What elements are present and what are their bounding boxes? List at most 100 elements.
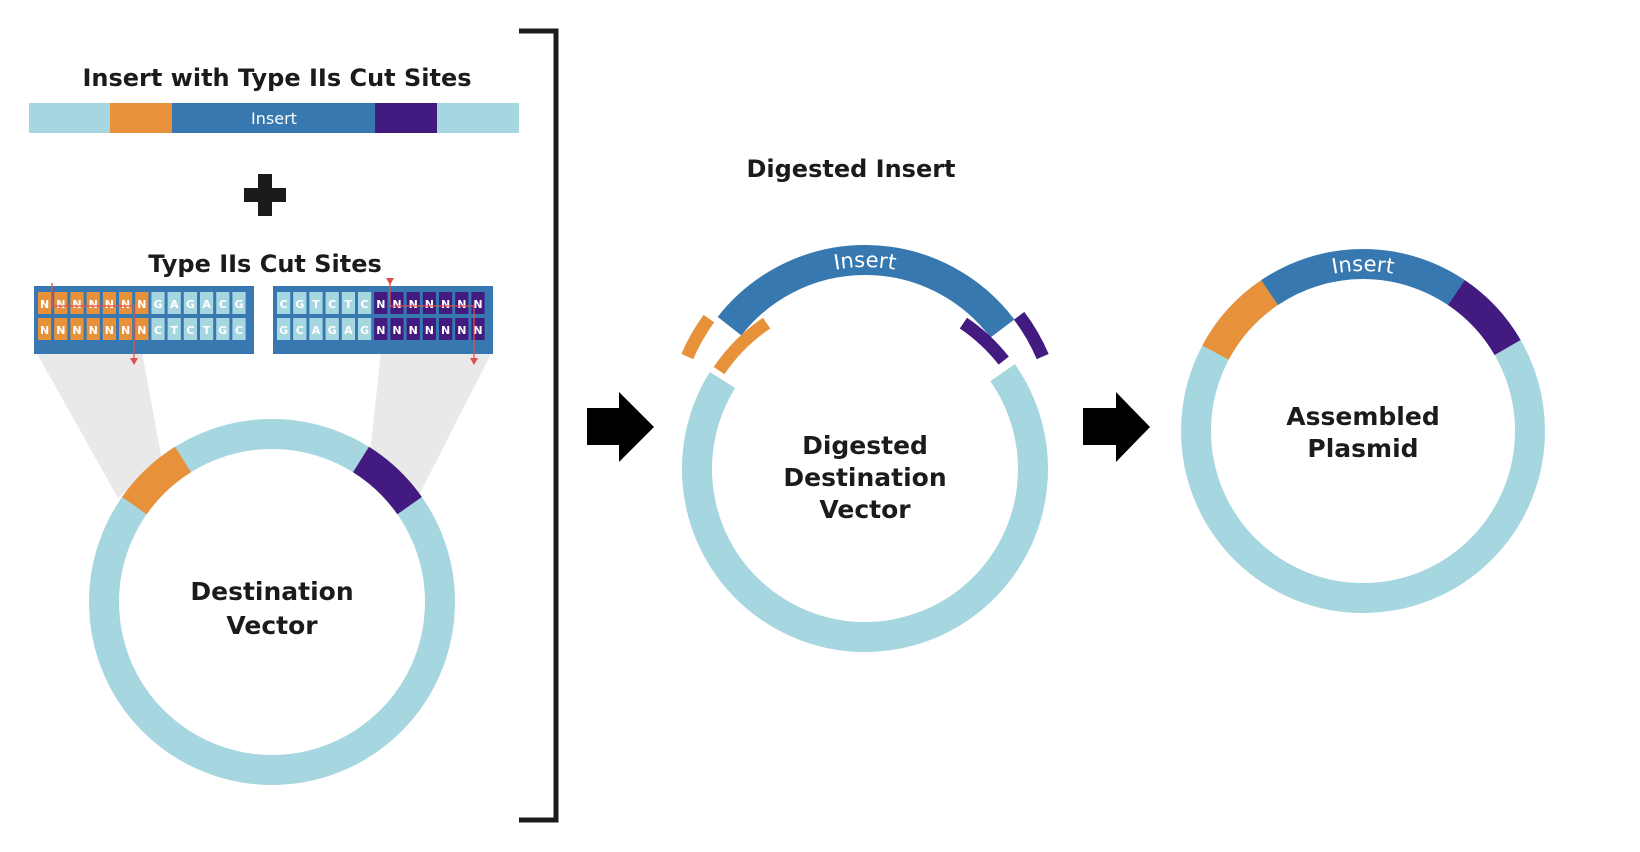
sequence-base: N <box>441 298 450 311</box>
bar-cut-site-purple <box>375 103 437 133</box>
sequence-cell <box>390 292 404 314</box>
cut-sites-title: Type IIs Cut Sites <box>148 250 382 278</box>
sequence-base: N <box>409 324 418 337</box>
sequence-cell <box>216 318 230 340</box>
sequence-cell <box>455 292 469 314</box>
sequence-base: T <box>345 298 353 311</box>
left-cut-markers <box>51 283 138 365</box>
sequence-base: C <box>280 298 288 311</box>
sequence-cell <box>38 292 52 314</box>
sequence-cell <box>200 292 214 314</box>
sequence-cell <box>422 318 436 340</box>
sequence-base: A <box>312 324 321 337</box>
sequence-base: N <box>473 298 482 311</box>
bar-insert <box>172 103 375 133</box>
sequence-base: N <box>89 298 98 311</box>
sequence-cell <box>341 318 355 340</box>
bracket <box>519 28 559 823</box>
sequence-cell <box>277 318 291 340</box>
digested-vector-orange-end <box>713 317 771 375</box>
sequence-base: A <box>344 324 353 337</box>
right-cut-markers <box>386 278 478 365</box>
sequence-cell <box>406 292 420 314</box>
sequence-base: N <box>425 298 434 311</box>
sequence-base: N <box>121 298 130 311</box>
sequence-cell <box>183 318 197 340</box>
sequence-base: N <box>40 298 49 311</box>
sequence-cell <box>38 318 52 340</box>
zoom-wedge-left <box>36 352 162 498</box>
sequence-base: N <box>105 324 114 337</box>
sequence-base: T <box>203 324 211 337</box>
destination-vector-ring <box>89 419 455 785</box>
sequence-base: N <box>473 324 482 337</box>
sequence-cell <box>358 292 372 314</box>
sequence-cell <box>439 292 453 314</box>
assembled-plasmid-label-line2: Plasmid <box>1307 434 1418 463</box>
sequence-cell <box>70 318 84 340</box>
right-panel: Insert Assembled Plasmid <box>1181 249 1545 613</box>
sequence-cell <box>151 318 165 340</box>
sequence-cell <box>471 318 485 340</box>
sequence-cell <box>406 318 420 340</box>
sequence-base: C <box>296 324 304 337</box>
sequence-cell <box>167 292 181 314</box>
sequence-base: N <box>425 324 434 337</box>
sequence-cell <box>358 318 372 340</box>
sequence-base: T <box>170 324 178 337</box>
sequence-base: N <box>457 324 466 337</box>
sequence-cell <box>135 292 149 314</box>
sequence-cell <box>293 318 307 340</box>
sequence-base: N <box>89 324 98 337</box>
sequence-cell <box>102 292 116 314</box>
sequence-cell <box>119 318 133 340</box>
linear-insert-bar: Insert <box>29 103 519 133</box>
bar-backbone-right <box>437 103 519 133</box>
digested-vector-ring <box>682 317 1048 652</box>
sequence-base: N <box>72 298 81 311</box>
sequence-cell <box>374 318 388 340</box>
digested-vector-backbone <box>682 364 1048 652</box>
destination-vector-label-line1: Destination <box>190 577 353 606</box>
sequence-cell <box>325 292 339 314</box>
sequence-base: N <box>441 324 450 337</box>
sequence-cell <box>70 292 84 314</box>
plasmid-orange-site <box>1202 280 1279 360</box>
sequence-cell <box>325 318 339 340</box>
vector-purple-site <box>352 446 422 515</box>
sequence-base: N <box>392 324 401 337</box>
sequence-base: G <box>234 298 243 311</box>
sequence-cell <box>341 292 355 314</box>
vector-orange-site <box>122 446 192 515</box>
plus-icon <box>244 174 286 216</box>
sequence-cell <box>309 292 323 314</box>
digested-vector-label-line3: Vector <box>819 495 911 524</box>
sequence-base: A <box>202 298 211 311</box>
sequence-cell <box>183 292 197 314</box>
sequence-cell <box>455 318 469 340</box>
sequence-base: N <box>121 324 130 337</box>
insert-title: Insert with Type IIs Cut Sites <box>82 64 471 92</box>
sequence-cell <box>277 292 291 314</box>
sequence-cell <box>151 292 165 314</box>
zoom-wedge-right <box>370 352 492 497</box>
assembled-plasmid-ring <box>1181 249 1545 613</box>
sequence-cell <box>293 292 307 314</box>
sequence-base: G <box>360 324 369 337</box>
sequence-base: N <box>56 324 65 337</box>
digested-vector-label-line2: Destination <box>783 463 946 492</box>
sequence-base: G <box>153 298 162 311</box>
sequence-cell <box>374 292 388 314</box>
right-arrow-icon <box>1083 392 1150 462</box>
sequence-base: N <box>376 324 385 337</box>
sequence-base: G <box>279 324 288 337</box>
left-panel: Insert with Type IIs Cut Sites Insert Ty… <box>29 64 519 785</box>
plasmid-purple-site <box>1447 280 1521 356</box>
sequence-base: C <box>219 298 227 311</box>
sequence-cell <box>167 318 181 340</box>
sequence-base: N <box>72 324 81 337</box>
digested-insert-orange-end <box>681 314 715 360</box>
